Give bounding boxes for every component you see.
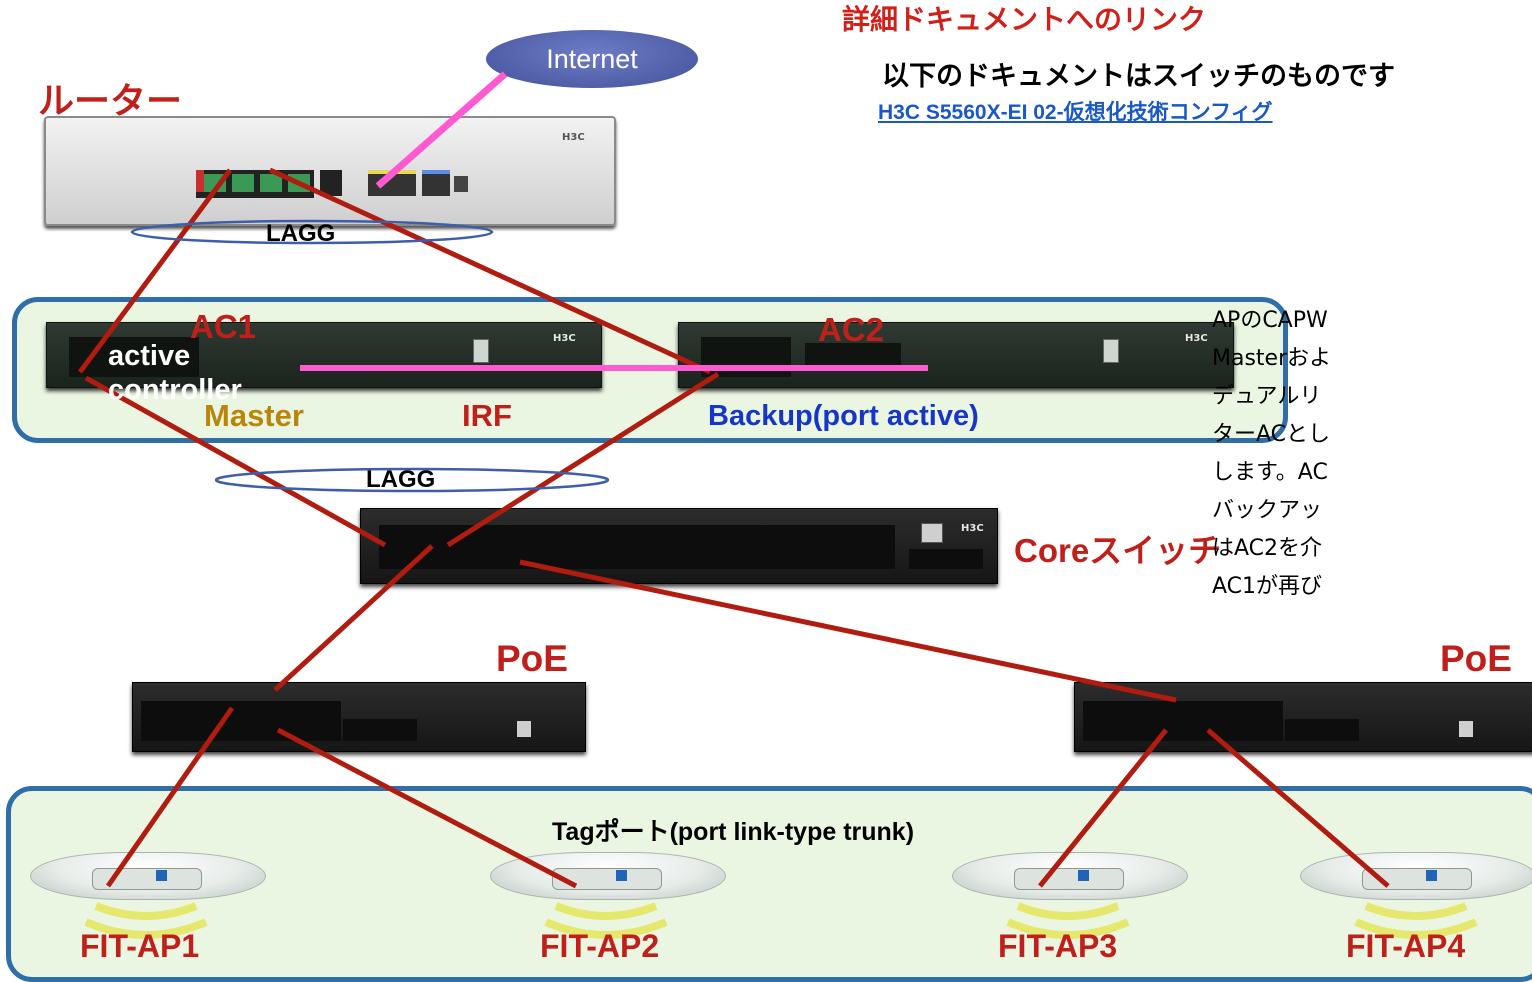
poe-right-switch-device xyxy=(1074,682,1532,752)
description-line: Masterおよ xyxy=(1212,346,1332,371)
irf-label: IRF xyxy=(462,398,512,433)
ac2-brand: H3C xyxy=(1185,333,1208,344)
ap2-label: FIT-AP2 xyxy=(540,928,660,964)
doc-heading: 詳細ドキュメントへのリンク xyxy=(842,3,1207,36)
lagg-mid-ellipse xyxy=(214,467,610,493)
doc-link[interactable]: H3C S5560X-EI 02-仮想化技術コンフィグ xyxy=(878,101,1273,124)
router-brand: H3C xyxy=(562,132,585,143)
router-device: H3C xyxy=(44,116,616,226)
internet-cloud-icon xyxy=(486,30,698,88)
ap-group-label: Tagポート(port link-type trunk) xyxy=(552,818,915,846)
router-label: ルーター xyxy=(38,81,183,122)
ac2-label: AC2 xyxy=(818,311,885,348)
core-switch-device: H3C xyxy=(360,508,998,584)
ac1-role-line2: controller xyxy=(108,374,242,406)
ac1-label: AC1 xyxy=(190,308,257,345)
poe-right-label: PoE xyxy=(1440,638,1512,679)
core-brand: H3C xyxy=(961,523,984,534)
ap1-label: FIT-AP1 xyxy=(80,928,200,964)
description-line: はAC2を介 xyxy=(1212,536,1323,561)
description-line: APのCAPW xyxy=(1212,308,1328,333)
ap4-label: FIT-AP4 xyxy=(1346,928,1466,964)
internet-label: Internet xyxy=(546,44,638,74)
ac1-irf-role: Master xyxy=(204,398,304,433)
lagg-top-label: LAGG xyxy=(266,220,336,247)
description-paragraph: APのCAPW Masterおよ デュアルリ ターACとし します。AC バック… xyxy=(1212,302,1532,606)
description-line: デュアルリ xyxy=(1212,384,1322,409)
doc-note: 以下のドキュメントはスイッチのものです xyxy=(882,61,1395,92)
description-line: ターACとし xyxy=(1212,422,1331,447)
description-line: します。AC xyxy=(1212,460,1328,485)
description-line: AC1が再び xyxy=(1212,574,1323,599)
ac2-irf-role: Backup(port active) xyxy=(708,400,979,432)
core-label: Coreスイッチ xyxy=(1014,532,1222,569)
ac1-role-line1: active xyxy=(108,340,191,372)
ap3-label: FIT-AP3 xyxy=(998,928,1118,964)
poe-left-label: PoE xyxy=(496,638,568,679)
ap4-icon xyxy=(1300,852,1532,918)
ac1-brand: H3C xyxy=(553,333,576,344)
lagg-mid-label: LAGG xyxy=(366,466,436,493)
ac2-device: H3C xyxy=(678,322,1234,388)
lagg-top-ellipse xyxy=(130,219,494,245)
wifi-signal-icons xyxy=(84,902,1478,939)
description-line: バックアッ xyxy=(1212,498,1323,523)
ap3-icon xyxy=(952,852,1188,918)
